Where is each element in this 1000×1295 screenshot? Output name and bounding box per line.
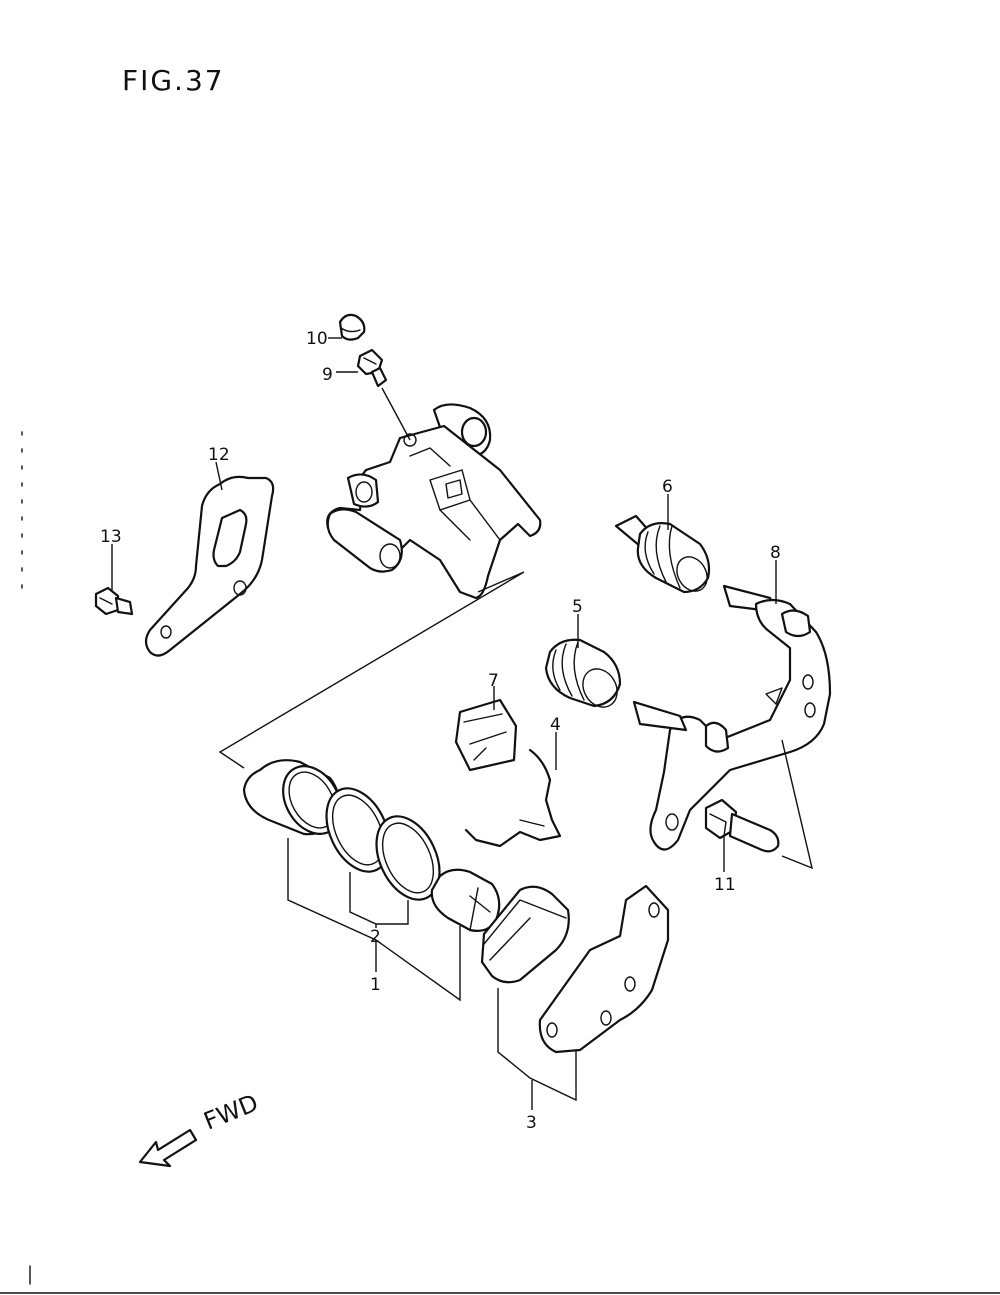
callout-2: 2 <box>370 927 381 947</box>
fwd-arrow-icon <box>138 1128 198 1168</box>
callout-11: 11 <box>714 875 736 895</box>
callout-12: 12 <box>208 445 230 465</box>
fwd-label: FWD <box>200 1089 262 1136</box>
callout-3: 3 <box>526 1113 537 1133</box>
caliper-body <box>326 403 542 600</box>
leader-9-caliper <box>381 387 411 441</box>
callout-6: 6 <box>662 477 673 497</box>
scan-edge-marks <box>0 431 1000 1294</box>
callout-labels: 10 9 12 13 6 8 5 7 4 11 2 1 3 <box>100 329 781 1133</box>
callout-8: 8 <box>770 543 781 563</box>
part-4-pad-retainer <box>464 748 562 848</box>
leader-lines <box>111 337 777 1110</box>
part-12-caliper-plate <box>144 475 275 657</box>
part-2-piston-seals <box>325 787 441 901</box>
leader-8-11-group <box>781 739 813 870</box>
part-7-pad-spring <box>454 698 518 772</box>
part-5-boot <box>544 638 622 708</box>
part-3-brake-pad <box>480 884 670 1054</box>
callout-5: 5 <box>572 597 583 617</box>
callout-9: 9 <box>322 365 333 385</box>
callout-13: 13 <box>100 527 122 547</box>
callout-4: 4 <box>550 715 561 735</box>
callout-10: 10 <box>306 329 328 349</box>
assembly-outline-lines <box>218 571 525 769</box>
part-11-bolt <box>704 798 780 853</box>
part-13-bolt <box>94 586 134 616</box>
part-1-boot <box>430 868 501 932</box>
fwd-direction-indicator: FWD <box>138 1089 262 1168</box>
part-8-caliper-bracket <box>632 584 832 851</box>
callout-7: 7 <box>488 671 499 691</box>
part-10-bleeder-cap <box>338 313 366 341</box>
part-9-bleeder-screw <box>356 348 388 388</box>
figure-title: FIG.37 <box>122 64 225 97</box>
part-6-boot <box>614 514 711 594</box>
callout-1: 1 <box>370 975 381 995</box>
